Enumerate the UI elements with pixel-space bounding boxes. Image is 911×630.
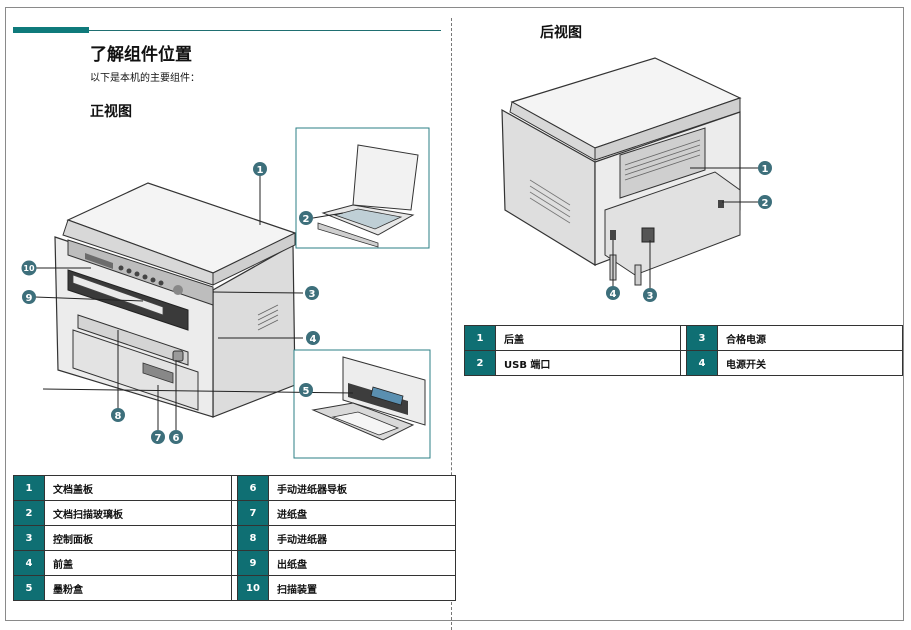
page-title: 了解组件位置 — [90, 45, 192, 65]
svg-text:5: 5 — [303, 386, 310, 397]
component-label: 进纸盘 — [268, 500, 456, 526]
header-rule — [13, 30, 441, 31]
page-frame — [5, 7, 904, 621]
printer-front-drawing — [54, 182, 297, 418]
row-number: 5 — [13, 575, 45, 601]
component-label: USB 端口 — [495, 350, 681, 376]
front-callout-3: 3 — [305, 286, 319, 300]
svg-text:9: 9 — [26, 293, 33, 304]
front-callout-9: 9 — [22, 290, 36, 304]
svg-text:3: 3 — [309, 289, 316, 300]
svg-text:1: 1 — [762, 164, 769, 175]
table-row: 2 USB 端口 4 电源开关 — [464, 350, 903, 376]
front-callout-6: 6 — [169, 430, 183, 444]
svg-text:2: 2 — [303, 214, 310, 225]
svg-text:7: 7 — [155, 433, 162, 444]
component-label: 合格电源 — [717, 325, 903, 351]
row-number: 1 — [464, 325, 496, 351]
row-number: 2 — [13, 500, 45, 526]
scan-glass-inset — [295, 127, 430, 249]
component-label: 文档扫描玻璃板 — [44, 500, 232, 526]
table-row: 5 墨粉盒 10 扫描装置 — [13, 575, 456, 601]
row-number: 1 — [13, 475, 45, 501]
front-components-table: 1 文档盖板 6 手动进纸器导板 2 文档扫描玻璃板 7 进纸盘 3 控制面板 … — [13, 475, 456, 601]
toner-inset — [293, 349, 431, 459]
row-number: 6 — [237, 475, 269, 501]
row-number: 4 — [686, 350, 718, 376]
row-number: 7 — [237, 500, 269, 526]
front-view-illustration: 1 2 3 4 5 6 7 8 9 10 — [21, 127, 431, 459]
table-row: 1 后盖 3 合格电源 — [464, 325, 903, 351]
row-number: 3 — [686, 325, 718, 351]
page-subtitle: 以下是本机的主要组件： — [90, 73, 200, 84]
row-number: 3 — [13, 525, 45, 551]
row-number: 9 — [237, 550, 269, 576]
svg-text:10: 10 — [23, 264, 35, 273]
component-label: 手动进纸器导板 — [268, 475, 456, 501]
table-row: 3 控制面板 8 手动进纸器 — [13, 525, 456, 551]
rear-leader-lines — [612, 167, 758, 288]
rear-callout-1: 1 — [758, 161, 772, 175]
front-callout-2: 2 — [299, 211, 313, 225]
component-label: 电源开关 — [717, 350, 903, 376]
table-row: 2 文档扫描玻璃板 7 进纸盘 — [13, 500, 456, 526]
table-row: 4 前盖 9 出纸盘 — [13, 550, 456, 576]
table-row: 1 文档盖板 6 手动进纸器导板 — [13, 475, 456, 501]
front-view-heading: 正视图 — [90, 104, 132, 120]
row-number: 8 — [237, 525, 269, 551]
rear-callout-4: 4 — [606, 286, 620, 300]
rear-components-table: 1 后盖 3 合格电源 2 USB 端口 4 电源开关 — [464, 325, 903, 376]
rear-view-illustration: 1 2 3 4 — [501, 57, 772, 302]
svg-text:4: 4 — [310, 334, 317, 345]
svg-text:6: 6 — [173, 433, 180, 444]
component-label: 墨粉盒 — [44, 575, 232, 601]
front-callout-10: 10 — [21, 260, 37, 276]
front-callout-5: 5 — [299, 383, 313, 397]
rear-view-heading: 后视图 — [540, 25, 582, 41]
svg-text:8: 8 — [115, 411, 122, 422]
component-label: 后盖 — [495, 325, 681, 351]
component-label: 控制面板 — [44, 525, 232, 551]
component-label: 前盖 — [44, 550, 232, 576]
component-label: 出纸盘 — [268, 550, 456, 576]
component-label: 扫描装置 — [268, 575, 456, 601]
column-divider — [451, 18, 452, 630]
row-number: 4 — [13, 550, 45, 576]
front-callout-4: 4 — [306, 331, 320, 345]
printer-rear-drawing — [501, 57, 742, 286]
svg-text:3: 3 — [647, 291, 654, 302]
header-accent-bar — [13, 27, 89, 33]
row-number: 2 — [464, 350, 496, 376]
front-callout-7: 7 — [151, 430, 165, 444]
svg-text:2: 2 — [762, 198, 769, 209]
svg-text:1: 1 — [257, 165, 264, 176]
rear-callout-2: 2 — [758, 195, 772, 209]
rear-callout-3: 3 — [643, 288, 657, 302]
front-callout-1: 1 — [253, 162, 267, 176]
component-label: 手动进纸器 — [268, 525, 456, 551]
component-label: 文档盖板 — [44, 475, 232, 501]
svg-text:4: 4 — [610, 289, 617, 300]
front-callout-8: 8 — [111, 408, 125, 422]
row-number: 10 — [237, 575, 269, 601]
